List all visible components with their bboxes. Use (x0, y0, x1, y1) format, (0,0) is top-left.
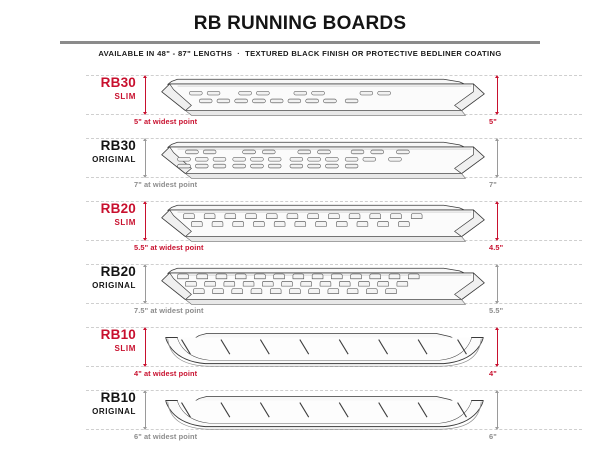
board-model: RB10 (100, 390, 136, 405)
board-illustration (148, 325, 498, 373)
subtitle-finish: TEXTURED BLACK FINISH OR PROTECTIVE BEDL… (245, 49, 502, 58)
dimension-right: 5" (489, 117, 497, 126)
dimension-right: 7" (489, 180, 497, 189)
measure-arrow-left (142, 327, 147, 367)
dimension-right: 4" (489, 369, 497, 378)
board-variant: ORIGINAL (92, 406, 136, 416)
dimension-left: 5.5" at widest point (134, 243, 204, 252)
measure-arrow-right (494, 201, 499, 241)
guide-line-top (86, 75, 582, 76)
measure-arrow-left (142, 138, 147, 178)
board-illustration (148, 262, 498, 310)
board-illustration (148, 136, 498, 184)
board-variant: SLIM (114, 217, 136, 227)
guide-line-top (86, 138, 582, 139)
board-illustration (148, 73, 498, 121)
guide-line-top (86, 201, 582, 202)
measure-arrow-left (142, 75, 147, 115)
measure-arrow-right (494, 138, 499, 178)
measure-arrow-left (142, 201, 147, 241)
measure-arrow-left (142, 264, 147, 304)
board-variant: ORIGINAL (92, 154, 136, 164)
header-subtitle: AVAILABLE IN 48" - 87" LENGTHS · TEXTURED … (0, 49, 600, 58)
guide-line-top (86, 327, 582, 328)
measure-arrow-right (494, 75, 499, 115)
dimension-right: 4.5" (489, 243, 504, 252)
dimension-left: 7" at widest point (134, 180, 198, 189)
page-title: RB RUNNING BOARDS (193, 13, 407, 34)
measure-arrow-left (142, 390, 147, 430)
board-variant: SLIM (114, 91, 136, 101)
board-illustration (148, 388, 498, 436)
board-variant: ORIGINAL (92, 280, 136, 290)
dimension-left: 6" at widest point (134, 432, 198, 441)
header: RB RUNNING BOARDS AVAILABLE IN 48" - 87"… (0, 0, 600, 58)
dimension-left: 4" at widest point (134, 369, 198, 378)
title-divider (60, 41, 540, 44)
board-model: RB30 (100, 138, 136, 153)
guide-line-top (86, 264, 582, 265)
dimension-left: 7.5" at widest point (134, 306, 204, 315)
measure-arrow-right (494, 264, 499, 304)
board-model: RB20 (100, 264, 136, 279)
board-model: RB10 (100, 327, 136, 342)
guide-line-top (86, 390, 582, 391)
board-variant: SLIM (114, 343, 136, 353)
dimension-right: 5.5" (489, 306, 504, 315)
board-illustration (148, 199, 498, 247)
dimension-right: 6" (489, 432, 497, 441)
subtitle-separator: · (237, 49, 241, 58)
measure-arrow-right (494, 327, 499, 367)
board-model: RB20 (100, 201, 136, 216)
subtitle-lengths: AVAILABLE IN 48" - 87" LENGTHS (98, 49, 233, 58)
measure-arrow-right (494, 390, 499, 430)
dimension-left: 5" at widest point (134, 117, 198, 126)
board-model: RB30 (100, 75, 136, 90)
